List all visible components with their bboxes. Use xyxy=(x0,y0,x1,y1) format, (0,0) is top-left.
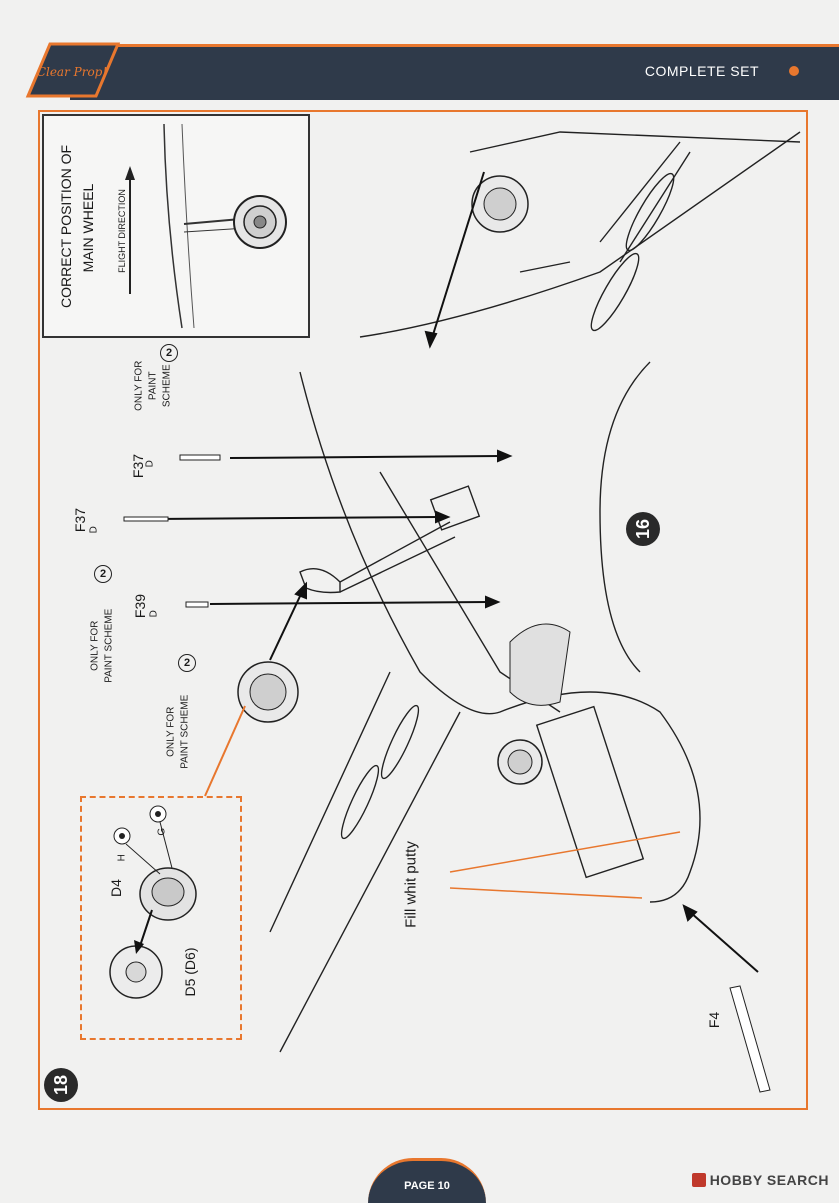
part-label-f4: F4 xyxy=(706,1011,722,1029)
step-number-18: 18 xyxy=(44,1068,78,1102)
scheme-badge-b: 2 xyxy=(94,565,112,583)
marker-d-lower: D xyxy=(88,526,100,534)
paint-note-c-line2: PAINT SCHEME xyxy=(179,694,191,769)
instruction-frame xyxy=(38,110,808,1110)
paint-note-b-line2: PAINT SCHEME xyxy=(103,608,115,683)
header-bar xyxy=(70,44,839,100)
scheme-badge-c: 2 xyxy=(178,654,196,672)
section-title: COMPLETE SET xyxy=(644,63,759,79)
part-label-f37-lower: F37 xyxy=(72,507,88,533)
part-label-d5: D5 (D6) xyxy=(182,947,198,997)
hobby-search-icon xyxy=(691,1173,706,1187)
watermark-text: HOBBY SEARCH xyxy=(709,1172,829,1188)
marker-h: H xyxy=(116,854,128,862)
part-label-d4: D4 xyxy=(108,879,124,897)
scheme-badge-a: 2 xyxy=(160,344,178,362)
marker-d-f39: D xyxy=(148,610,160,618)
wheel-subassembly xyxy=(109,805,197,999)
part-label-f39: F39 xyxy=(132,593,148,619)
watermark: HOBBY SEARCH xyxy=(691,1172,829,1188)
brand-logo: Clear Prop! xyxy=(25,42,120,98)
wheel-subassembly-box xyxy=(80,796,242,1040)
svg-text:Clear Prop!: Clear Prop! xyxy=(37,65,108,79)
assembly-diagram xyxy=(123,131,801,1093)
inset-diagram xyxy=(125,123,287,329)
page-tab xyxy=(368,1158,486,1203)
gear-icon xyxy=(789,66,799,76)
marker-g: G xyxy=(156,827,168,836)
marker-d-upper: D xyxy=(144,460,156,468)
page-number: PAGE 10 xyxy=(404,1180,450,1192)
paint-note-c-line1: ONLY FOR xyxy=(165,706,177,757)
paint-note-b-line1: ONLY FOR xyxy=(89,620,101,671)
paint-note-a-line2: PAINT xyxy=(147,371,159,401)
putty-note: Fill whit putty xyxy=(402,841,420,928)
step-number-16: 16 xyxy=(626,512,660,546)
paint-note-a-line1: ONLY FOR xyxy=(133,360,145,411)
